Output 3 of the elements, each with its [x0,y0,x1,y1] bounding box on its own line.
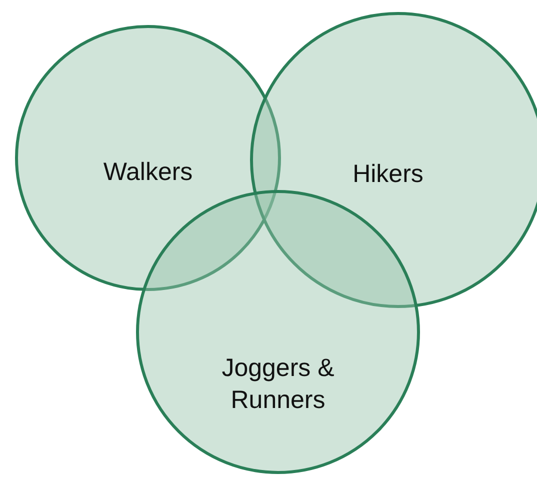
set-label: Joggers & Runners [220,353,336,416]
set-label: Walkers [102,157,194,188]
set-label: Hikers [352,159,424,190]
